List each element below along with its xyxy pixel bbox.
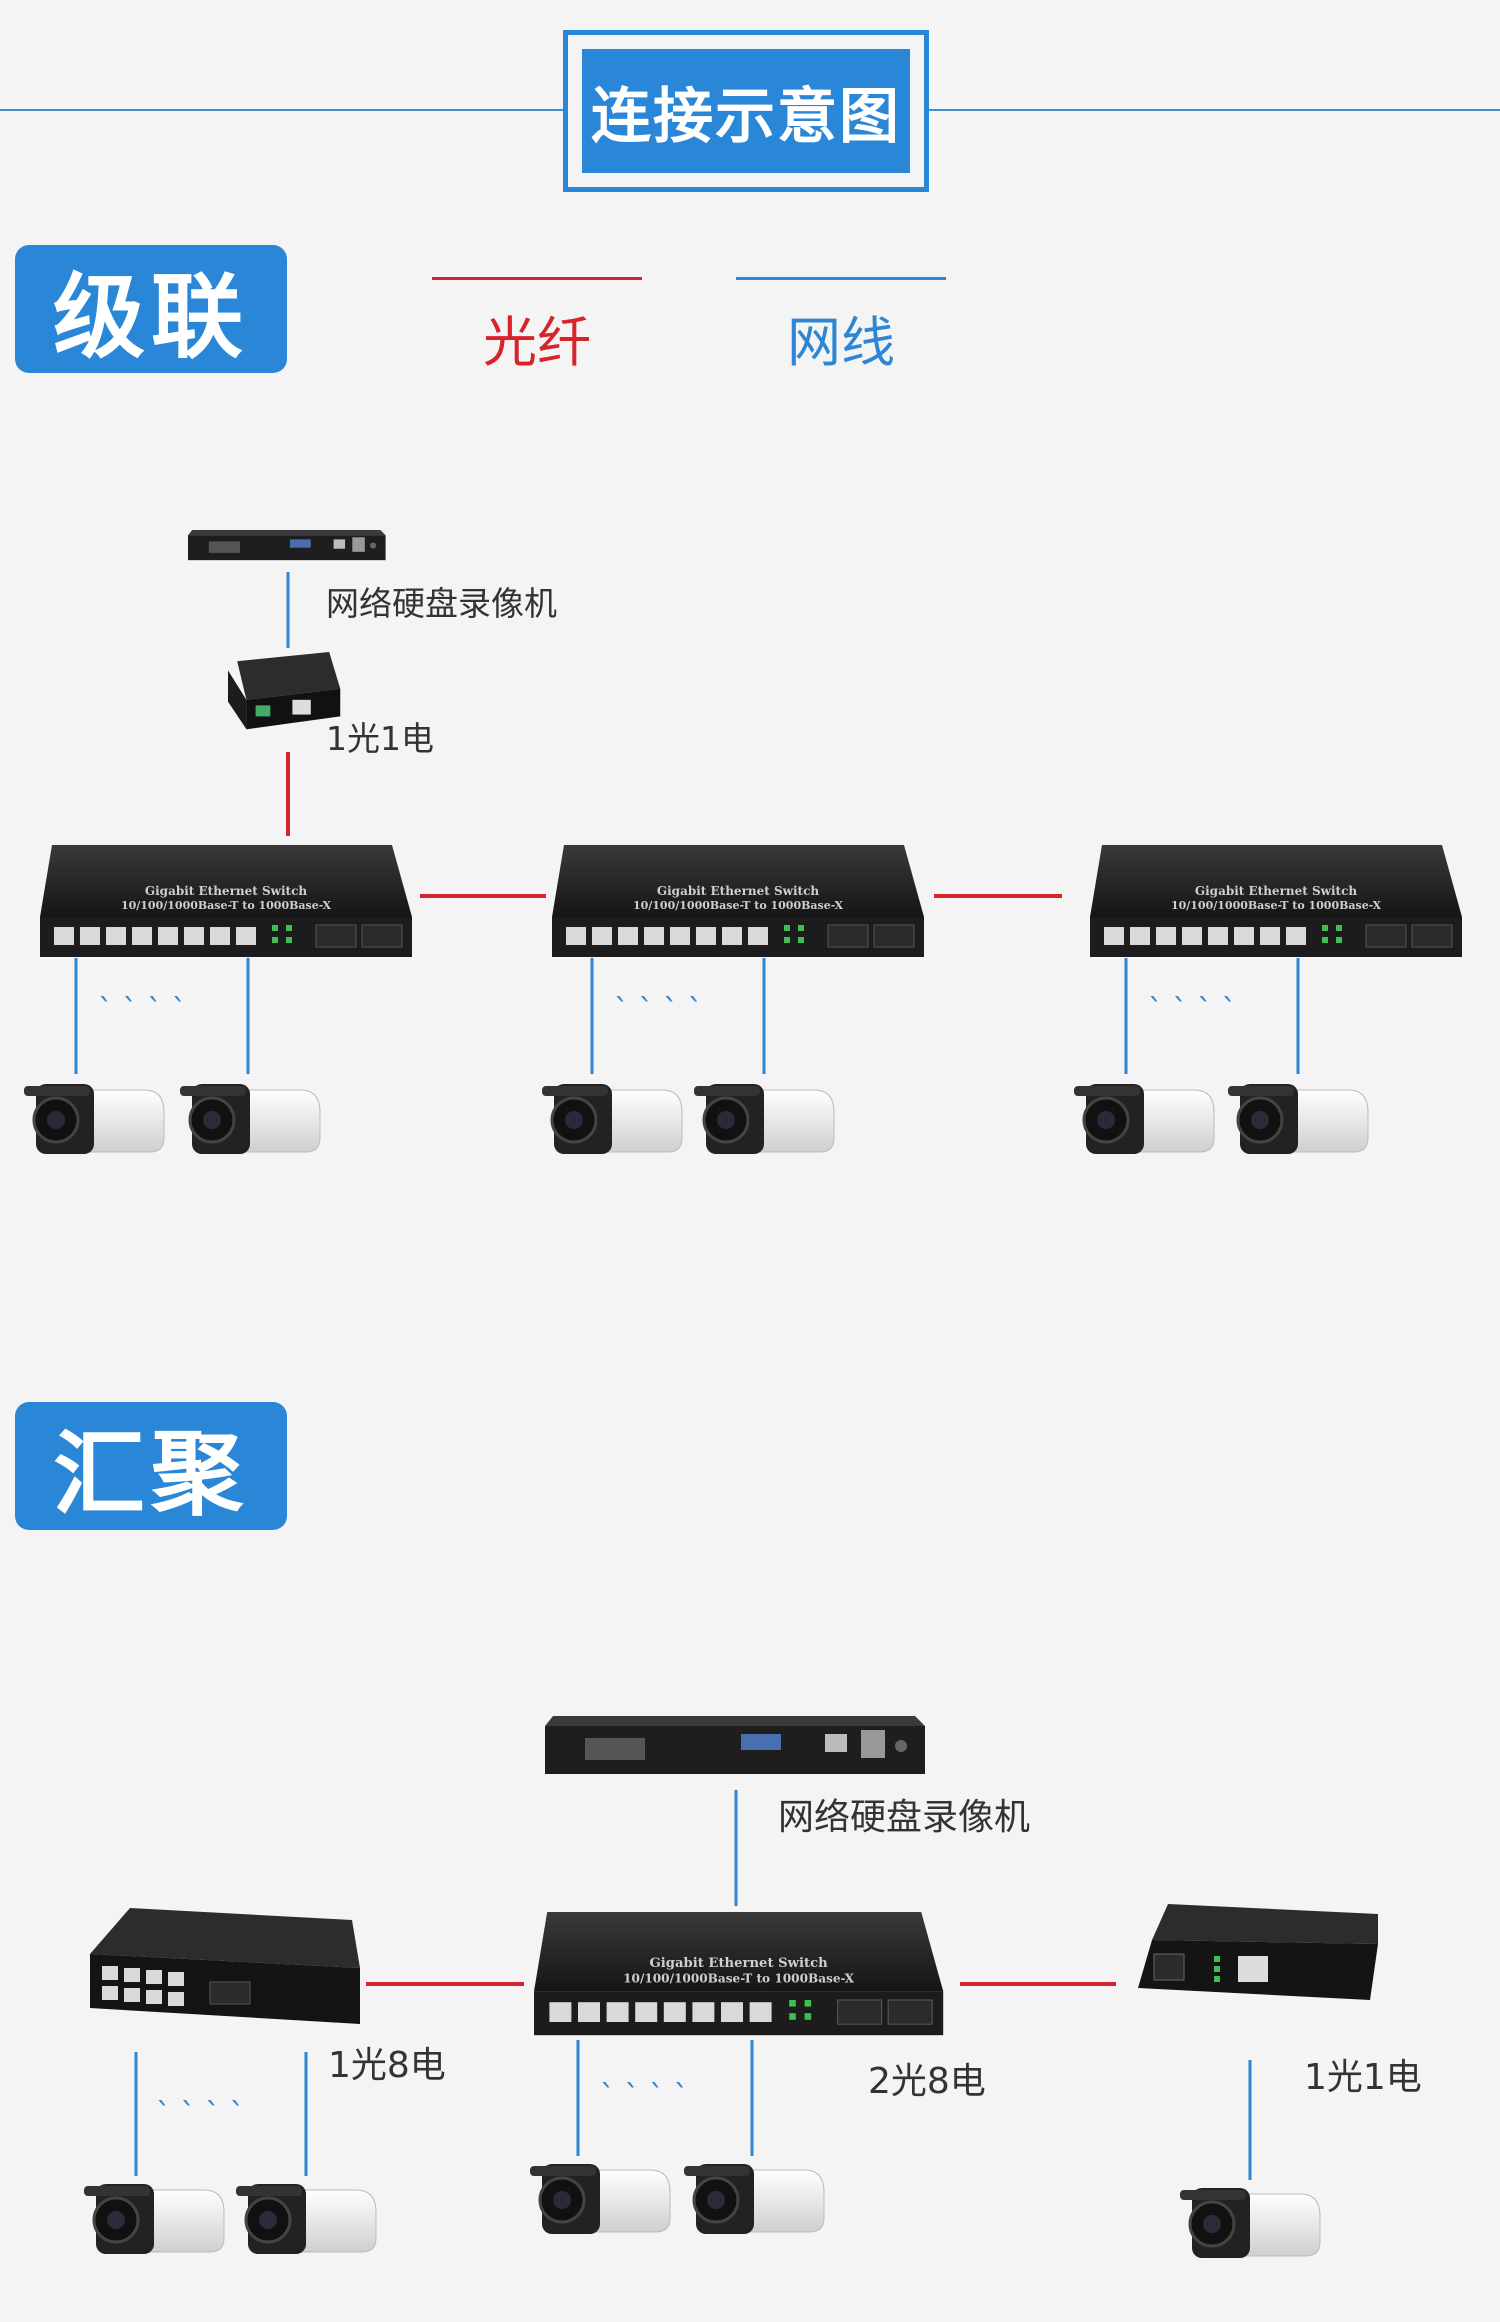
- svg-text:` ` ` `: ` ` ` `: [98, 993, 187, 1028]
- svg-text:` ` ` `: ` ` ` `: [156, 2097, 245, 2132]
- camera-a3: [528, 2162, 672, 2236]
- title-rule-left: [0, 109, 566, 111]
- camera-c5: [1072, 1082, 1216, 1156]
- label-converter-cascade: 1光1电: [326, 719, 434, 758]
- camera-c6: [1226, 1082, 1370, 1156]
- legend-cable-line: [736, 277, 946, 280]
- cables-cascade: [74, 958, 1300, 1074]
- camera-a1: [82, 2182, 226, 2256]
- switch-cascade-3: [1089, 844, 1463, 958]
- legend-fiber-label: 光纤: [483, 311, 591, 374]
- switch-aggregation-center: [533, 1911, 944, 2036]
- svg-text:` ` ` `: ` ` ` `: [614, 993, 703, 1028]
- camera-c3: [540, 1082, 684, 1156]
- title-rule-right: [926, 109, 1500, 111]
- label-left-switch: 1光8电: [328, 2045, 446, 2086]
- switch-cascade-1: [39, 844, 413, 958]
- label-nvr-cascade: 网络硬盘录像机: [326, 584, 557, 623]
- camera-a2: [234, 2182, 378, 2256]
- page-title: 连接示意图: [582, 49, 910, 173]
- camera-c2: [178, 1082, 322, 1156]
- cables-aggregation: [134, 2040, 1252, 2180]
- legend-fiber-line: [432, 277, 642, 280]
- svg-text:` ` ` `: ` ` ` `: [600, 2079, 689, 2114]
- title-frame: 连接示意图: [563, 30, 929, 192]
- label-center-switch: 2光8电: [868, 2061, 986, 2102]
- converter-aggregation-right: [1138, 1904, 1378, 2000]
- camera-a5: [1178, 2186, 1322, 2260]
- label-right-converter: 1光1电: [1304, 2057, 1422, 2098]
- camera-c1: [22, 1082, 166, 1156]
- nvr-device-aggregation: [545, 1716, 925, 1774]
- camera-a4: [682, 2162, 826, 2236]
- label-nvr-aggregation: 网络硬盘录像机: [778, 1797, 1031, 1838]
- dots-cascade: ` ` ` ` ` ` ` ` ` ` ` `: [98, 993, 1237, 1028]
- camera-c4: [692, 1082, 836, 1156]
- switch-aggregation-left: [90, 1908, 360, 2024]
- nvr-device-cascade: [188, 530, 386, 561]
- svg-text:` ` ` `: ` ` ` `: [1148, 993, 1237, 1028]
- switch-cascade-2: [551, 844, 925, 958]
- section-tag-cascade: 级联: [15, 245, 287, 373]
- dots-aggregation: ` ` ` ` ` ` ` `: [156, 2079, 689, 2132]
- converter-device-cascade: [228, 652, 341, 730]
- section-tag-aggregation: 汇聚: [15, 1402, 287, 1530]
- legend-cable-label: 网线: [787, 311, 895, 374]
